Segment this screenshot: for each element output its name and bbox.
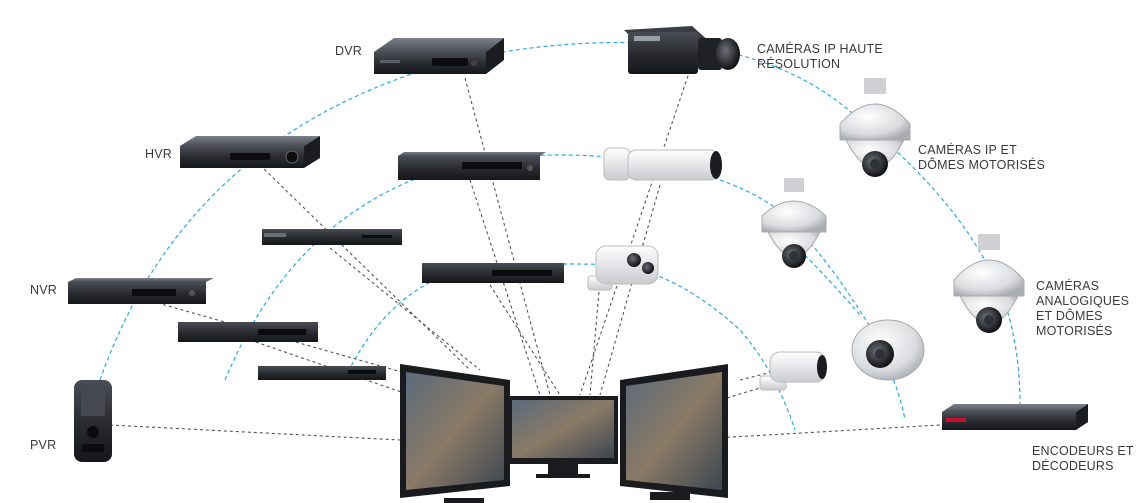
link-nvr-monitors (329, 247, 481, 371)
link-dvr-monitors (464, 77, 551, 396)
small-bullet-camera-device (759, 351, 827, 391)
link-ip-bullet-monitors (599, 184, 661, 396)
ip-bullet-camera-device (603, 147, 722, 181)
hd-ip-camera-device (624, 26, 740, 74)
encoder-decoder-device (942, 404, 1088, 430)
monitor-right-device (620, 364, 728, 500)
ptz-dome-middle-device (761, 178, 827, 268)
label-encoders: ENCODEURS ET DÉCODEURS (1032, 444, 1134, 473)
dvr-device (374, 38, 504, 74)
recorder-lower-device (178, 322, 318, 342)
ptz-dome-analog-device (953, 234, 1025, 333)
monitor-left-device (400, 364, 510, 503)
link-box-monitors (489, 284, 561, 396)
small-encoder-device (258, 366, 386, 380)
label-analog-domes: CAMÉRAS ANALOGIQUES ET DÔMES MOTORISÉS (1036, 279, 1130, 338)
monitor-center-device (508, 396, 618, 478)
slim-recorder-device (262, 229, 402, 245)
nvr-device (68, 278, 214, 304)
label-pvr: PVR (30, 438, 57, 452)
link-monitors-encoder (714, 424, 941, 439)
label-ip-hd-cameras: CAMÉRAS IP HAUTE RÉSOLUTION (757, 42, 883, 71)
link-hd-cam-monitors (579, 69, 691, 396)
hvr-device (180, 136, 320, 168)
turret-dome-device (851, 319, 925, 381)
recorder-middle-device (398, 152, 546, 180)
link-hdcam-dome-mid (739, 369, 781, 381)
link-bullet2-monitors (589, 279, 601, 396)
label-dvr: DVR (335, 44, 362, 58)
label-ip-domes: CAMÉRAS IP ET DÔMES MOTORISÉS (918, 143, 1046, 172)
analog-links (109, 69, 941, 441)
link-recorder2-monitors (469, 179, 541, 396)
label-nvr: NVR (30, 283, 57, 297)
pvr-device (74, 380, 112, 462)
bullet-camera-ir-device (587, 245, 659, 291)
box-recorder-device (422, 263, 564, 283)
link-hvr-monitors (259, 164, 471, 371)
label-hvr: HVR (145, 147, 172, 161)
ip-link-dome-a (789, 239, 861, 316)
ptz-dome-top-device (839, 78, 911, 177)
link-pvr-monitors (109, 424, 401, 441)
